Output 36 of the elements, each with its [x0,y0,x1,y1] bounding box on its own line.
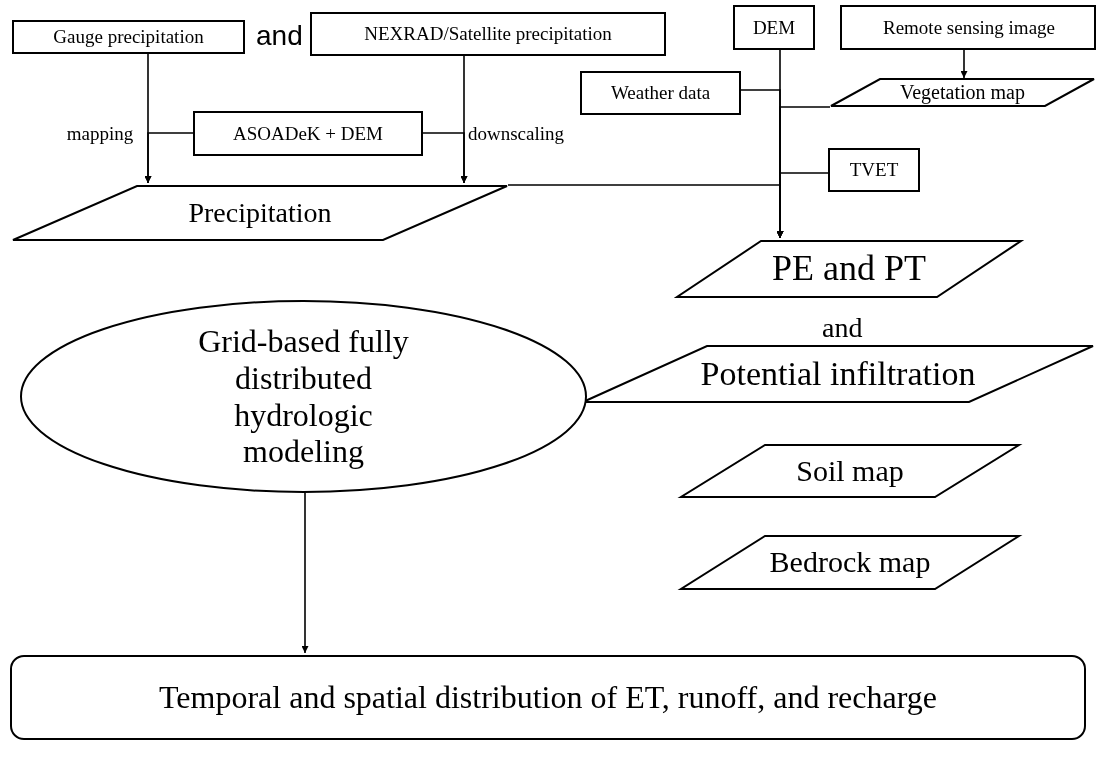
process-box [12,20,245,54]
process-box [840,5,1096,50]
data-parallelogram [680,535,1020,590]
edge-label: downscaling [468,124,565,143]
data-parallelogram [676,240,1022,298]
node-label: Vegetation map [900,81,1025,104]
process-box [828,148,920,192]
node-label: ASOADeK + DEM [232,122,383,145]
process-box [310,12,666,56]
node-label: PE and PT [772,248,926,290]
node-label: Bedrock map [769,545,931,580]
node-label: Grid-based fully distributed hydrologic modeling [197,322,410,471]
node-label: NEXRAD/Satellite precipitation [364,23,612,45]
arrow [144,132,194,184]
data-parallelogram [680,444,1020,498]
node-label: Soil map [796,453,904,489]
node-label: Precipitation [188,196,332,230]
node-label: Weather data [610,82,711,104]
node-label: TVET [849,159,899,181]
node-label: Potential infiltration [700,354,976,394]
output-box [10,655,1086,740]
edge-label: mapping [66,124,134,143]
process-box [580,71,741,115]
arrow [301,492,309,654]
process-box [733,5,815,50]
process-box [193,111,423,156]
arrow [960,49,968,79]
data-parallelogram [830,78,1095,107]
arrow [776,172,829,239]
arrow [422,132,468,184]
data-parallelogram [12,185,508,241]
node-label: Gauge precipitation [53,26,204,48]
node-label: DEM [752,16,796,39]
process-ellipse [20,300,587,493]
node-label: Temporal and spatial distribution of ET, runoff, and recharge [159,679,937,716]
node-label: Remote sensing image [883,16,1055,39]
